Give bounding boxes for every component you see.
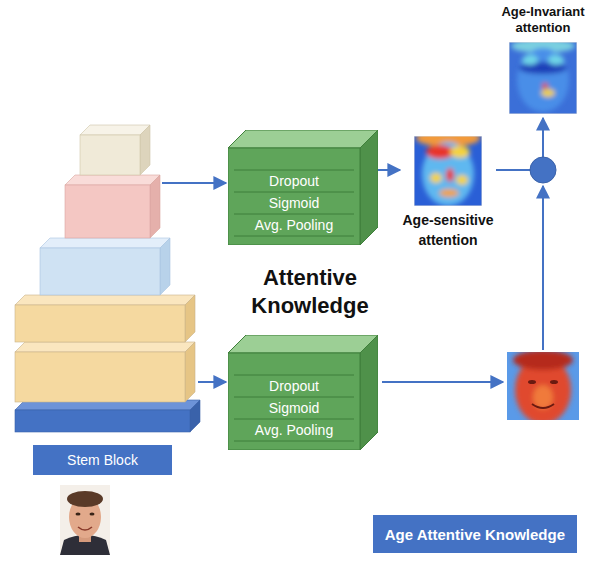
heatmap-image (509, 42, 577, 114)
section-label: Attentive Knowledge (245, 264, 375, 320)
combine-node (530, 157, 556, 183)
backbone-stack (15, 125, 200, 432)
operation-label: Dropout (228, 170, 360, 192)
node-label: Stem Block (67, 452, 138, 468)
attention-module: DropoutSigmoidAvg. Pooling (228, 130, 378, 245)
module-face (228, 130, 378, 148)
operation-label: Sigmoid (228, 192, 360, 214)
operation-label: Avg. Pooling (228, 419, 360, 441)
heatmap-image (414, 136, 482, 206)
row-divider (234, 192, 354, 193)
row-divider (234, 441, 354, 442)
row-divider (234, 419, 354, 420)
row-divider (234, 214, 354, 215)
heatmap-image (507, 352, 579, 420)
operation-label: Avg. Pooling (228, 214, 360, 236)
operation-label: Dropout (228, 375, 360, 397)
module-face (360, 130, 378, 245)
attention-map-node: Age-Invariant attention (499, 4, 587, 118)
node-label: Age-Invariant attention (499, 4, 587, 36)
attention-map-node: Age-sensitive attention (400, 134, 496, 250)
module-face (228, 148, 360, 245)
input-photo (60, 485, 110, 555)
connector-arrow (378, 169, 400, 171)
row-divider (234, 236, 354, 237)
module-face (360, 335, 378, 450)
attention-module: DropoutSigmoidAvg. Pooling (228, 335, 378, 450)
module-face (228, 335, 378, 353)
node-label: Age-sensitive attention (400, 210, 496, 250)
stem-block: Stem Block (33, 445, 172, 475)
row-divider (234, 170, 354, 171)
operation-label: Sigmoid (228, 397, 360, 419)
module-face (228, 353, 360, 450)
node-label: Age Attentive Knowledge (385, 526, 565, 543)
row-divider (234, 397, 354, 398)
title-box: Age Attentive Knowledge (373, 515, 577, 553)
row-divider (234, 375, 354, 376)
